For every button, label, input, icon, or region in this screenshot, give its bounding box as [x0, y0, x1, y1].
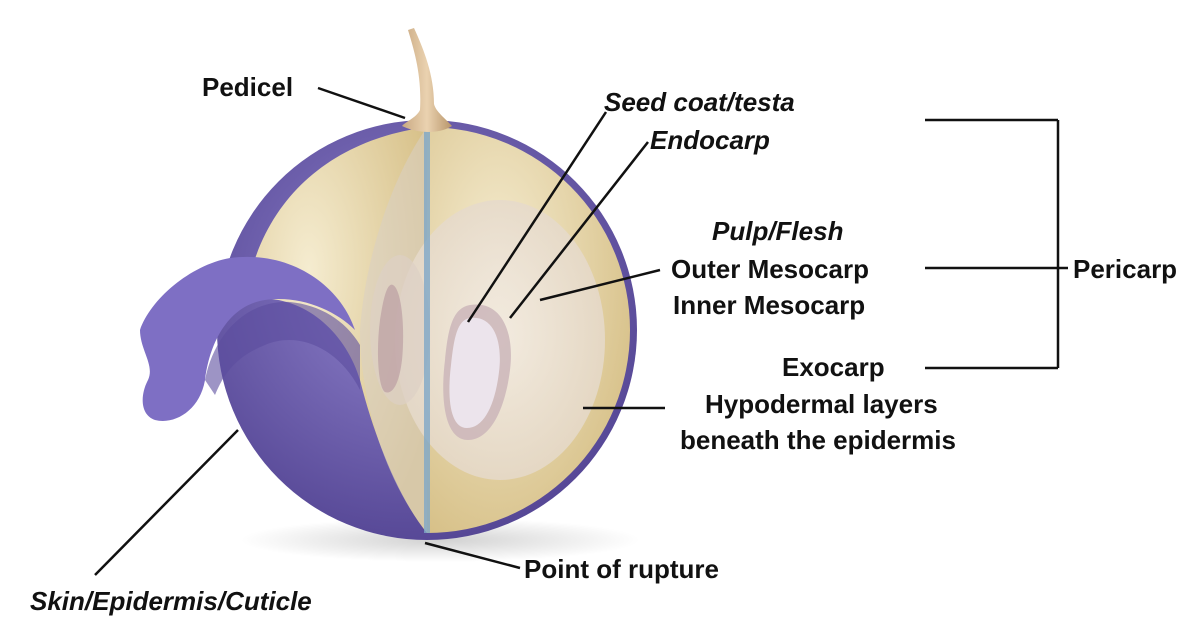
rupture-label: Point of rupture: [524, 554, 719, 584]
pericarp-label: Pericarp: [1073, 254, 1178, 284]
peeled-skin-flap-underside: [205, 301, 360, 395]
seed-coat-leader: [466, 111, 608, 323]
hypodermal-label-line2: beneath the epidermis: [680, 425, 956, 455]
skin-leader: [94, 429, 239, 576]
leader-lines: [94, 86, 1068, 576]
seed-body: [449, 317, 500, 428]
seed-left-half: [377, 284, 404, 393]
grape-shadow: [240, 518, 640, 562]
peeled-skin-flap: [140, 256, 355, 421]
endocarp-leader: [509, 141, 649, 319]
pedicel-stem: [402, 28, 452, 132]
outer-mesocarp-label: Outer Mesocarp: [671, 254, 869, 284]
pedicel-leader: [317, 86, 406, 120]
inner-mesocarp-label: Inner Mesocarp: [673, 290, 866, 320]
skin-epidermis-label: Skin/Epidermis/Cuticle: [30, 586, 312, 616]
outer-mesocarp-leader: [539, 268, 661, 302]
hypodermal-label-line1: Hypodermal layers: [705, 389, 938, 419]
pulp-flesh-label: Pulp/Flesh: [712, 216, 844, 246]
endocarp-label: Endocarp: [650, 125, 770, 155]
pedicel-label: Pedicel: [202, 72, 294, 102]
rupture-leader: [424, 541, 521, 570]
exocarp-label: Exocarp: [782, 352, 885, 382]
seed-coat-label: Seed coat/testa: [604, 87, 795, 117]
